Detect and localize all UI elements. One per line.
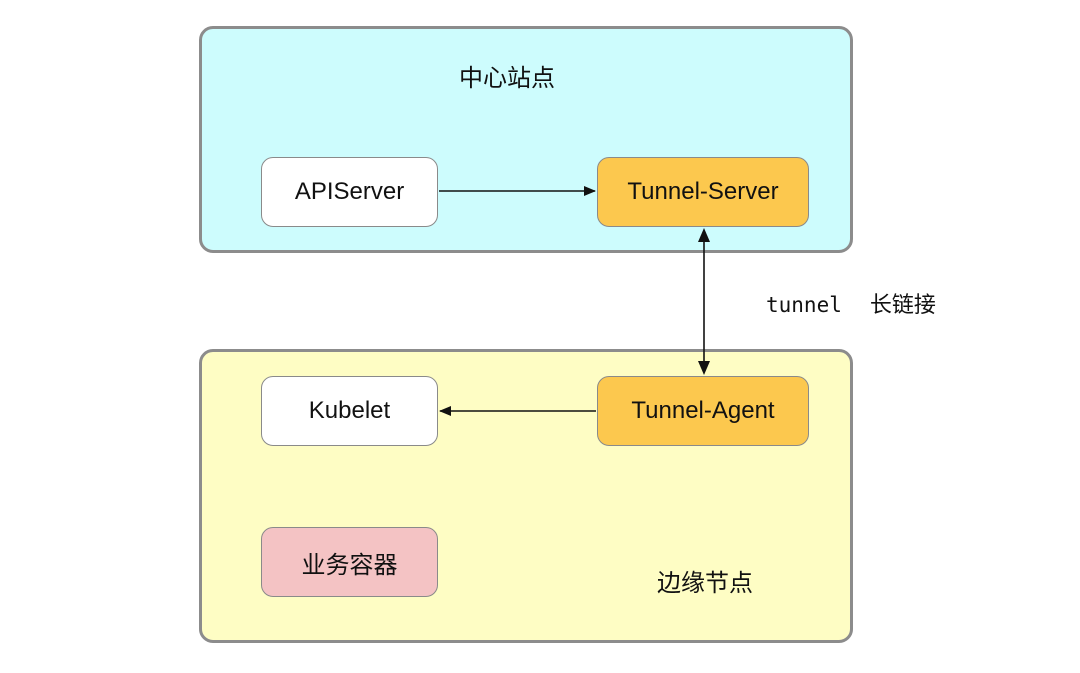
long-connection-text: 长链接 <box>869 293 936 318</box>
business-container-node: 业务容器 <box>261 527 438 597</box>
tunnel-code-text: tunnel <box>766 293 842 317</box>
edge-node-title: 边缘节点 <box>657 569 753 597</box>
kubelet-node: Kubelet <box>261 376 438 446</box>
center-site-title: 中心站点 <box>459 64 555 92</box>
tunnel-server-node: Tunnel-Server <box>597 157 809 227</box>
tunnel-connection-label: tunnel 长链接 <box>766 287 936 319</box>
tunnel-down-arrowhead <box>698 361 710 375</box>
tunnel-up-arrowhead <box>698 228 710 242</box>
apiserver-node: APIServer <box>261 157 438 227</box>
tunnel-agent-node: Tunnel-Agent <box>597 376 809 446</box>
